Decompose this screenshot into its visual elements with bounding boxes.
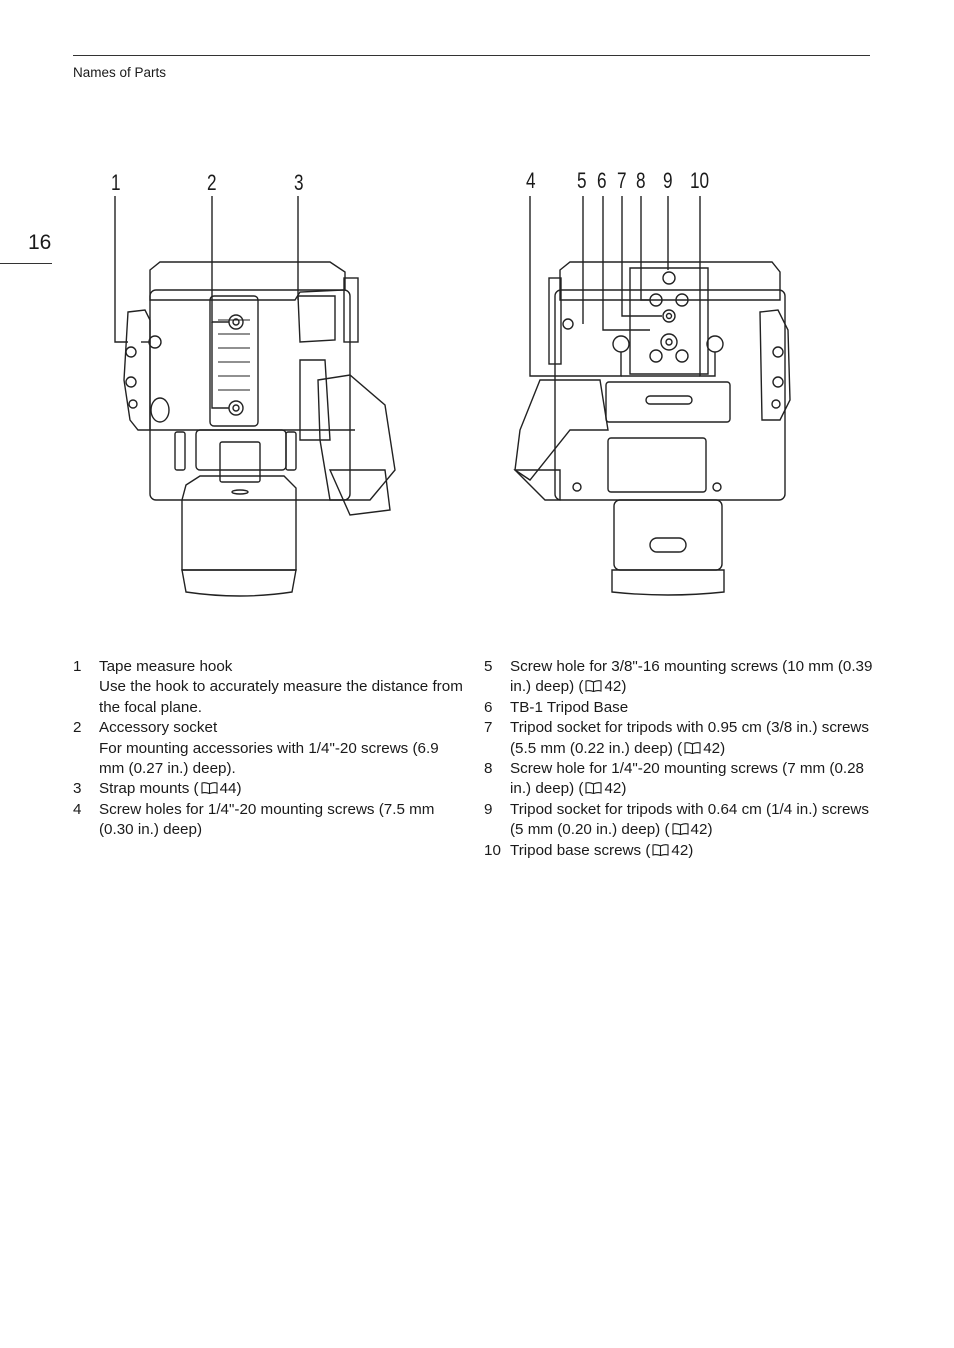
callout-10: 10 [690,168,710,193]
item-text: Screw hole for 1/4"-20 mounting screws (… [510,760,864,798]
page-ref: 44 [219,780,237,798]
list-item: 4 Screw holes for 1/4"-20 mounting screw… [73,800,463,841]
parts-list-right: 5 Screw hole for 3/8"-16 mounting screws… [484,657,874,861]
callout-3: 3 [294,170,304,195]
parts-list-left: 1 Tape measure hook Use the hook to accu… [73,657,463,841]
item-number: 1 [73,658,82,675]
callout-5: 5 [577,168,587,193]
item-tail: ) [236,780,242,798]
list-item: 8 Screw hole for 1/4"-20 mounting screws… [484,759,874,800]
item-number: 2 [73,719,82,737]
item-number: 5 [484,658,493,675]
item-tail: ) [688,841,694,859]
item-text: Strap mounts ( [99,780,199,798]
page-number: 16 [28,231,52,254]
item-number: 4 [73,800,82,818]
list-item: 9 Tripod socket for tripods with 0.64 cm… [484,800,874,841]
item-text: Tripod socket for tripods with 0.64 cm (… [510,800,869,839]
item-text: Screw holes for 1/4"-20 mounting screws … [99,800,435,839]
callout-4: 4 [526,168,536,193]
callout-7: 7 [617,168,627,193]
book-icon [652,843,669,856]
item-title: Accessory socket [99,719,218,737]
item-number: 7 [484,719,493,737]
item-tail: ) [707,821,713,839]
list-item: 5 Screw hole for 3/8"-16 mounting screws… [484,657,874,698]
page-ref: 42 [604,780,622,798]
section-title: Names of Parts [73,65,167,80]
item-title: Tape measure hook [99,658,233,675]
callout-1: 1 [111,170,121,195]
callout-8: 8 [636,168,646,193]
item-tail: ) [720,739,726,757]
item-number: 3 [73,780,82,798]
callout-9: 9 [663,168,673,193]
item-description: For mounting accessories with 1/4"-20 sc… [99,739,439,778]
item-text: Screw hole for 3/8"-16 mounting screws (… [510,658,873,696]
item-tail: ) [621,678,627,696]
camera-bottom-view [513,196,791,596]
page-number-rule [0,263,52,264]
book-icon [671,823,689,836]
camera-illustration [114,196,791,597]
book-icon [684,741,701,754]
item-text: Tripod base screws ( [510,841,651,859]
page-ref: 42 [671,841,689,859]
item-number: 6 [484,698,493,716]
list-item: 2 Accessory socket For mounting accessor… [73,718,463,779]
item-number: 10 [484,841,501,859]
book-icon [201,782,218,795]
list-item: 3 Strap mounts ( 44) [73,779,463,799]
item-text: TB-1 Tripod Base [510,698,629,716]
book-icon [585,680,603,693]
page-ref: 42 [690,821,708,839]
page-ref: 42 [604,678,622,696]
camera-side-view [114,196,396,597]
list-item: 1 Tape measure hook Use the hook to accu… [73,657,463,718]
item-text: Tripod socket for tripods with 0.95 cm (… [510,719,869,757]
list-item: 7 Tripod socket for tripods with 0.95 cm… [484,718,874,759]
callout-2: 2 [207,170,217,195]
item-description: Use the hook to accurately measure the d… [99,678,463,716]
page-ref: 42 [703,739,721,757]
callout-6: 6 [597,168,607,193]
item-tail: ) [621,780,627,798]
item-number: 9 [484,800,493,818]
item-number: 8 [484,760,493,778]
list-item: 10 Tripod base screws ( 42) [484,841,874,861]
header-rule [73,55,870,56]
list-item: 6 TB-1 Tripod Base [484,698,874,718]
book-icon [585,782,603,795]
